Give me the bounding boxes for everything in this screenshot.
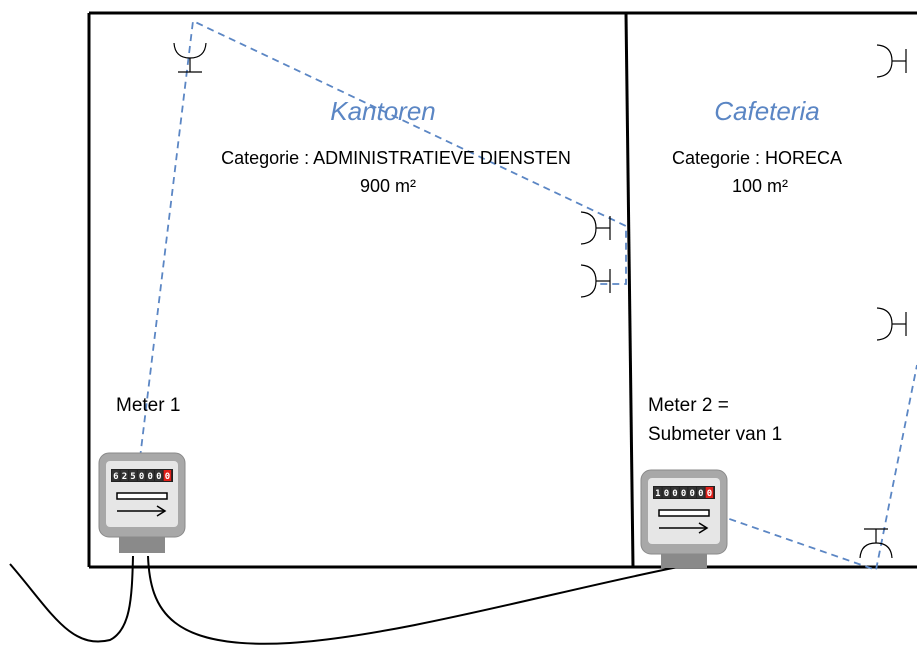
counter-digit-cell	[155, 470, 163, 481]
counter-digit: 0	[156, 472, 161, 482]
counter-digit: 0	[681, 489, 686, 499]
counter-digit: 0	[698, 489, 703, 499]
counter-digit: 0	[139, 472, 144, 482]
counter-digit: 0	[707, 489, 712, 499]
counter-digit-cell	[697, 487, 705, 498]
meter2-label-line2: Submeter van 1	[648, 424, 782, 445]
meter-rotor-slot	[658, 509, 710, 517]
room-name-cafeteria: Cafeteria	[714, 96, 820, 126]
meter2-label-line1: Meter 2 =	[648, 395, 729, 416]
arrow-right-icon	[659, 522, 709, 534]
circuit-line-meter1	[139, 19, 627, 459]
supply-wires	[9, 555, 684, 645]
counter-digit: 0	[165, 472, 170, 482]
circuit-lines	[139, 19, 917, 572]
counter-digit: 5	[130, 472, 135, 482]
room-category-kantoren: Categorie : ADMINISTRATIEVE DIENSTEN	[221, 148, 571, 168]
meter1-label: Meter 1	[116, 395, 180, 416]
light-fixture-icon	[876, 307, 907, 341]
counter-digit-cell	[112, 470, 120, 481]
room-area-kantoren: 900 m²	[360, 176, 416, 196]
counter-digit-cell	[163, 470, 172, 481]
room-name-kantoren: Kantoren	[330, 96, 436, 126]
counter-digit-cell	[129, 470, 137, 481]
counter-digit: 0	[147, 472, 152, 482]
arrow-right-icon	[117, 505, 167, 517]
counter-digit-cell	[146, 470, 154, 481]
counter-digit: 0	[664, 489, 669, 499]
counter-digit: 2	[122, 472, 127, 482]
room-category-cafeteria: Categorie : HORECA	[672, 148, 842, 168]
counter-digit-cell	[671, 487, 679, 498]
circuit-line-meter2	[717, 364, 917, 572]
light-fixture-icon	[580, 264, 611, 298]
room-area-cafeteria: 100 m²	[732, 176, 788, 196]
counter-digit-cell	[137, 470, 146, 481]
building-walls	[87, 11, 917, 569]
counter-digit: 1	[655, 489, 660, 499]
light-fixture-icon	[876, 44, 907, 78]
counter-digit-cell	[688, 487, 696, 498]
light-fixture-icon	[859, 528, 893, 559]
light-fixture-icon	[580, 211, 611, 245]
counter-digit-cell	[705, 487, 714, 498]
counter-digit-cell	[120, 470, 129, 481]
meter-rotor-slot	[116, 492, 168, 500]
room-cafeteria: Cafeteria Categorie : HORECA 100 m²	[672, 96, 842, 196]
counter-digit-cell	[654, 487, 662, 498]
counter-digit-cell	[662, 487, 671, 498]
counter-digit: 0	[689, 489, 694, 499]
room-kantoren: Kantoren Categorie : ADMINISTRATIEVE DIE…	[221, 96, 571, 196]
counter-digit-cell	[679, 487, 688, 498]
wire-to-meter2	[147, 555, 684, 645]
counter-digit: 0	[672, 489, 677, 499]
wire-incoming	[9, 555, 134, 643]
partition-wall	[624, 12, 635, 568]
counter-digit: 6	[113, 472, 118, 482]
